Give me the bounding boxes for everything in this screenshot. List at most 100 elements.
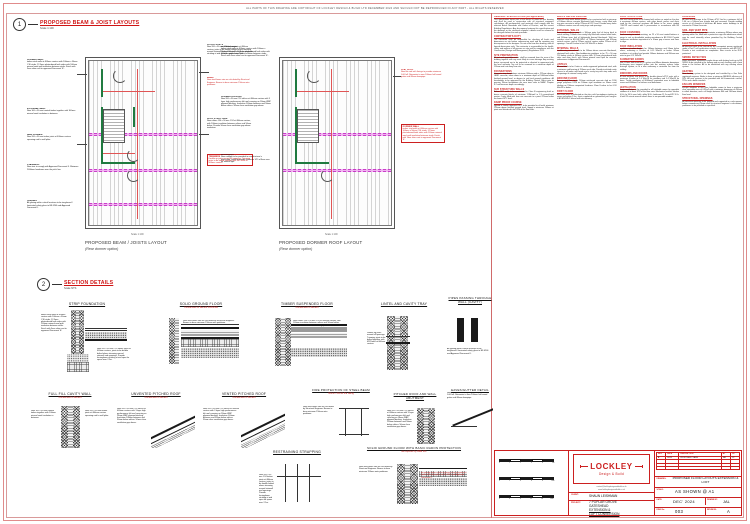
detail-0-notes-left: timber stud walls at 400mm centres with … (41, 314, 67, 333)
spec-block-4-0: DRAINAGE All new foul drainage to be 110… (682, 16, 742, 28)
spec-block-1-4: SUB STRUCTURE WALLS Below DPC walls to b… (494, 88, 554, 100)
spec-block-4-2: ELECTRICAL INSTALLATION All electrical w… (682, 43, 742, 55)
plan-a-note-2: NEW DORMER New 200 x 50 mm timber joists… (27, 134, 71, 141)
project-value-2: EXTENSION & LOFT CONVERSION (589, 508, 620, 516)
spec-block-3-4: WINDOWS AND DOORS All new windows and do… (619, 73, 680, 85)
spec-block-3-3: RAINWATER GOODS New 112mm half round uPV… (619, 59, 680, 71)
copyright-notice: ALL PARTS OF THIS DRAWING ARE COPYRIGHT … (246, 6, 504, 10)
detail-sub-2: Condensed to Benefit (295, 306, 319, 309)
detail-solid-ground-floor-radon: SOLID GROUND FLOOR WITH BASIC RADON PROT… (359, 446, 469, 510)
plan-a-staircase (103, 109, 125, 143)
plan-b-note-4: DORMER WALL timber stud walls at 400mm c… (401, 124, 445, 144)
section-number-1: 1 (13, 18, 26, 31)
plan-b-beam-1 (283, 133, 391, 136)
plan-b-scale-caption: Scale 1:100 (325, 233, 338, 236)
plan-b-door-swing-1 (307, 69, 321, 83)
plan-b-green-wall-2 (295, 107, 297, 163)
section-marker-1: 1 PROPOSED BEAM & JOIST LAYOUTS Scale 1:… (13, 18, 139, 31)
scale-bar-2: 0 4 8 12 16 20m (499, 495, 564, 500)
detail-6-art (151, 408, 195, 448)
detail-8-notes: New steel beam size as calculated by Str… (303, 406, 334, 415)
detail-5-notes-left: New 100 x 50 mm treated timber together … (31, 410, 56, 419)
logo-row: LOCKLEY (580, 462, 643, 471)
plan-a-leader-4 (77, 144, 87, 145)
client-label: CLIENT: (571, 494, 579, 496)
sheet-border-outer (3, 3, 747, 521)
plan-b-leader-1 (393, 76, 401, 77)
tb-divider-4 (655, 487, 741, 488)
plan-a-beam-2 (89, 169, 197, 172)
detail-1-notes: New steel beam size as calculated by Str… (183, 320, 235, 325)
detail-8-art (337, 406, 373, 438)
plan-a-caption: PROPOSED BEAM / JOISTS LAYOUT (85, 240, 167, 245)
detail-12-art (397, 464, 427, 506)
spec-block-4-5: ESCAPE WINDOWS Escape windows to first f… (682, 84, 742, 96)
drawnby-value: JAL (723, 499, 730, 504)
project-label: PROJECT: (571, 502, 581, 504)
plan-a-dim-line-h1 (101, 91, 155, 92)
detail-sub-12: as required by BRE 211 (401, 450, 427, 453)
plan-a-note-6: TRIMMERS Double up joists around all ope… (207, 154, 253, 167)
detail-title-8: FIRE PROTECTION OF STEEL BEAM (312, 388, 370, 392)
tb-divider-5 (655, 497, 741, 498)
title-block-scale-bars: 0 1 2 3 4 5m 0 2 4 6 8 10m (495, 451, 569, 515)
detail-0-notes-right: New 200 x 50 mm C24 timber joists at 400… (97, 348, 131, 362)
scale-bar-0: 0 1 2 3 4 5m (499, 459, 564, 464)
dwgno-value: 003 (675, 508, 684, 514)
logo-contact-1: contact@lockleydesignandbuild.co.uk (596, 486, 627, 488)
plan-b-caption: PROPOSED DORMER ROOF LAYOUT (279, 240, 363, 245)
detail-11-art (277, 464, 321, 504)
detail-sub-8: 30min / 60min fire rating (328, 392, 354, 395)
plan-b-note-2: FLAT ROOF New flat roof with firrings to… (401, 69, 442, 78)
plan-dormer-roof-layout (279, 57, 395, 229)
plan-b-note-0: DORMER WALL timber stud walls at 400mm c… (221, 46, 270, 58)
spec-block-1-5: DAMP PROOF COURSE Hyload or similar appr… (494, 102, 554, 112)
plan-b-note-1: DORMER ROOFING New 200 x 50 mm C24 rafte… (221, 96, 271, 108)
section-leader-1 (28, 24, 38, 25)
plan-a-leader-2 (199, 134, 209, 135)
spec-block-2-2: INTERNAL WALLS Loadbearing internal wall… (556, 47, 617, 62)
detail-full-fill-cavity-wall: FULL FILL CAVITY WALL Condensed to Benef… (31, 392, 109, 454)
dwgno-label: DWG No: (656, 508, 665, 511)
scale-label: SCALE: (656, 488, 664, 491)
plan-b-staircase (297, 109, 319, 143)
specification-columns: GENERAL SPECIFICATION (as applicable) Th… (494, 16, 742, 516)
detail-sub-7: Condensed to Benefit (232, 396, 256, 399)
spec-block-1-0: GENERAL SPECIFICATION (as applicable) Th… (494, 16, 554, 34)
spec-block-2-0: WALLS BELOW GROUND External cavity walls… (556, 16, 617, 28)
detail-title-12: SOLID GROUND FLOOR WITH BASIC RADON PROT… (366, 446, 462, 450)
plan-a-scale-caption: Scale 1:100 (131, 233, 144, 236)
title-block-info: REV DATE DESCRIPTION BY CK A 10/24 PROPO… (655, 451, 741, 515)
section-title-2: SECTION DETAILS (64, 279, 114, 286)
detail-0-wall (67, 310, 89, 372)
section-scale-2: Scale NTS (64, 286, 77, 290)
plan-a-green-wall-1 (101, 69, 103, 97)
plan-a-leader-3 (77, 74, 87, 75)
date-value: DEC' 2024 (673, 499, 695, 504)
detail-5-art (61, 406, 83, 450)
title-block: 0 1 2 3 4 5m 0 2 4 6 8 10m (494, 450, 742, 516)
plan-beam-joist-layout (85, 57, 201, 229)
plan-b-dim-line-h1 (295, 91, 349, 92)
detail-title-11: RESTRAINING STRAPPING (273, 450, 321, 454)
title-block-identity: LOCKLEY Design & Build contact@lockleyde… (569, 451, 655, 516)
spec-column-4: DRAINAGE All new foul drainage to be 110… (682, 16, 742, 516)
spec-block-3-2: ROOF INSULATION Insulation at rafter lev… (619, 45, 680, 57)
plan-a-green-wall-2 (101, 107, 103, 163)
detail-3-notes: Double up joists around all openings. Tr… (367, 332, 386, 346)
detail-title-6: UNVENTED PITCHED ROOF (131, 392, 181, 396)
revision-table-wrap: REV DATE DESCRIPTION BY CK A 10/24 PROPO… (655, 452, 741, 471)
plan-b-dim-line-v (331, 69, 332, 219)
detail-4-art (453, 318, 489, 344)
detail-pipes-through-wall: PIPES PASSING THROUGH WALL (CAVITY) All … (445, 296, 495, 384)
spec-block-1-3: FOUNDATIONS Concrete strip foundations m… (494, 70, 554, 87)
logo-rule-left-icon (580, 465, 589, 468)
detail-12-floor (419, 468, 467, 490)
plan-a-door-swing-3 (127, 169, 140, 182)
company-logo: LOCKLEY Design & Build (573, 454, 650, 484)
spec-column-1: GENERAL SPECIFICATION (as applicable) Th… (494, 16, 554, 516)
detail-vented-pitched-roof: VENTED PITCHED ROOF Condensed to Benefit… (203, 392, 285, 454)
plan-a-subcaption: (Rear dormer option) (85, 247, 119, 251)
tb-divider-6 (655, 507, 741, 508)
detail-1-wall (169, 318, 189, 370)
